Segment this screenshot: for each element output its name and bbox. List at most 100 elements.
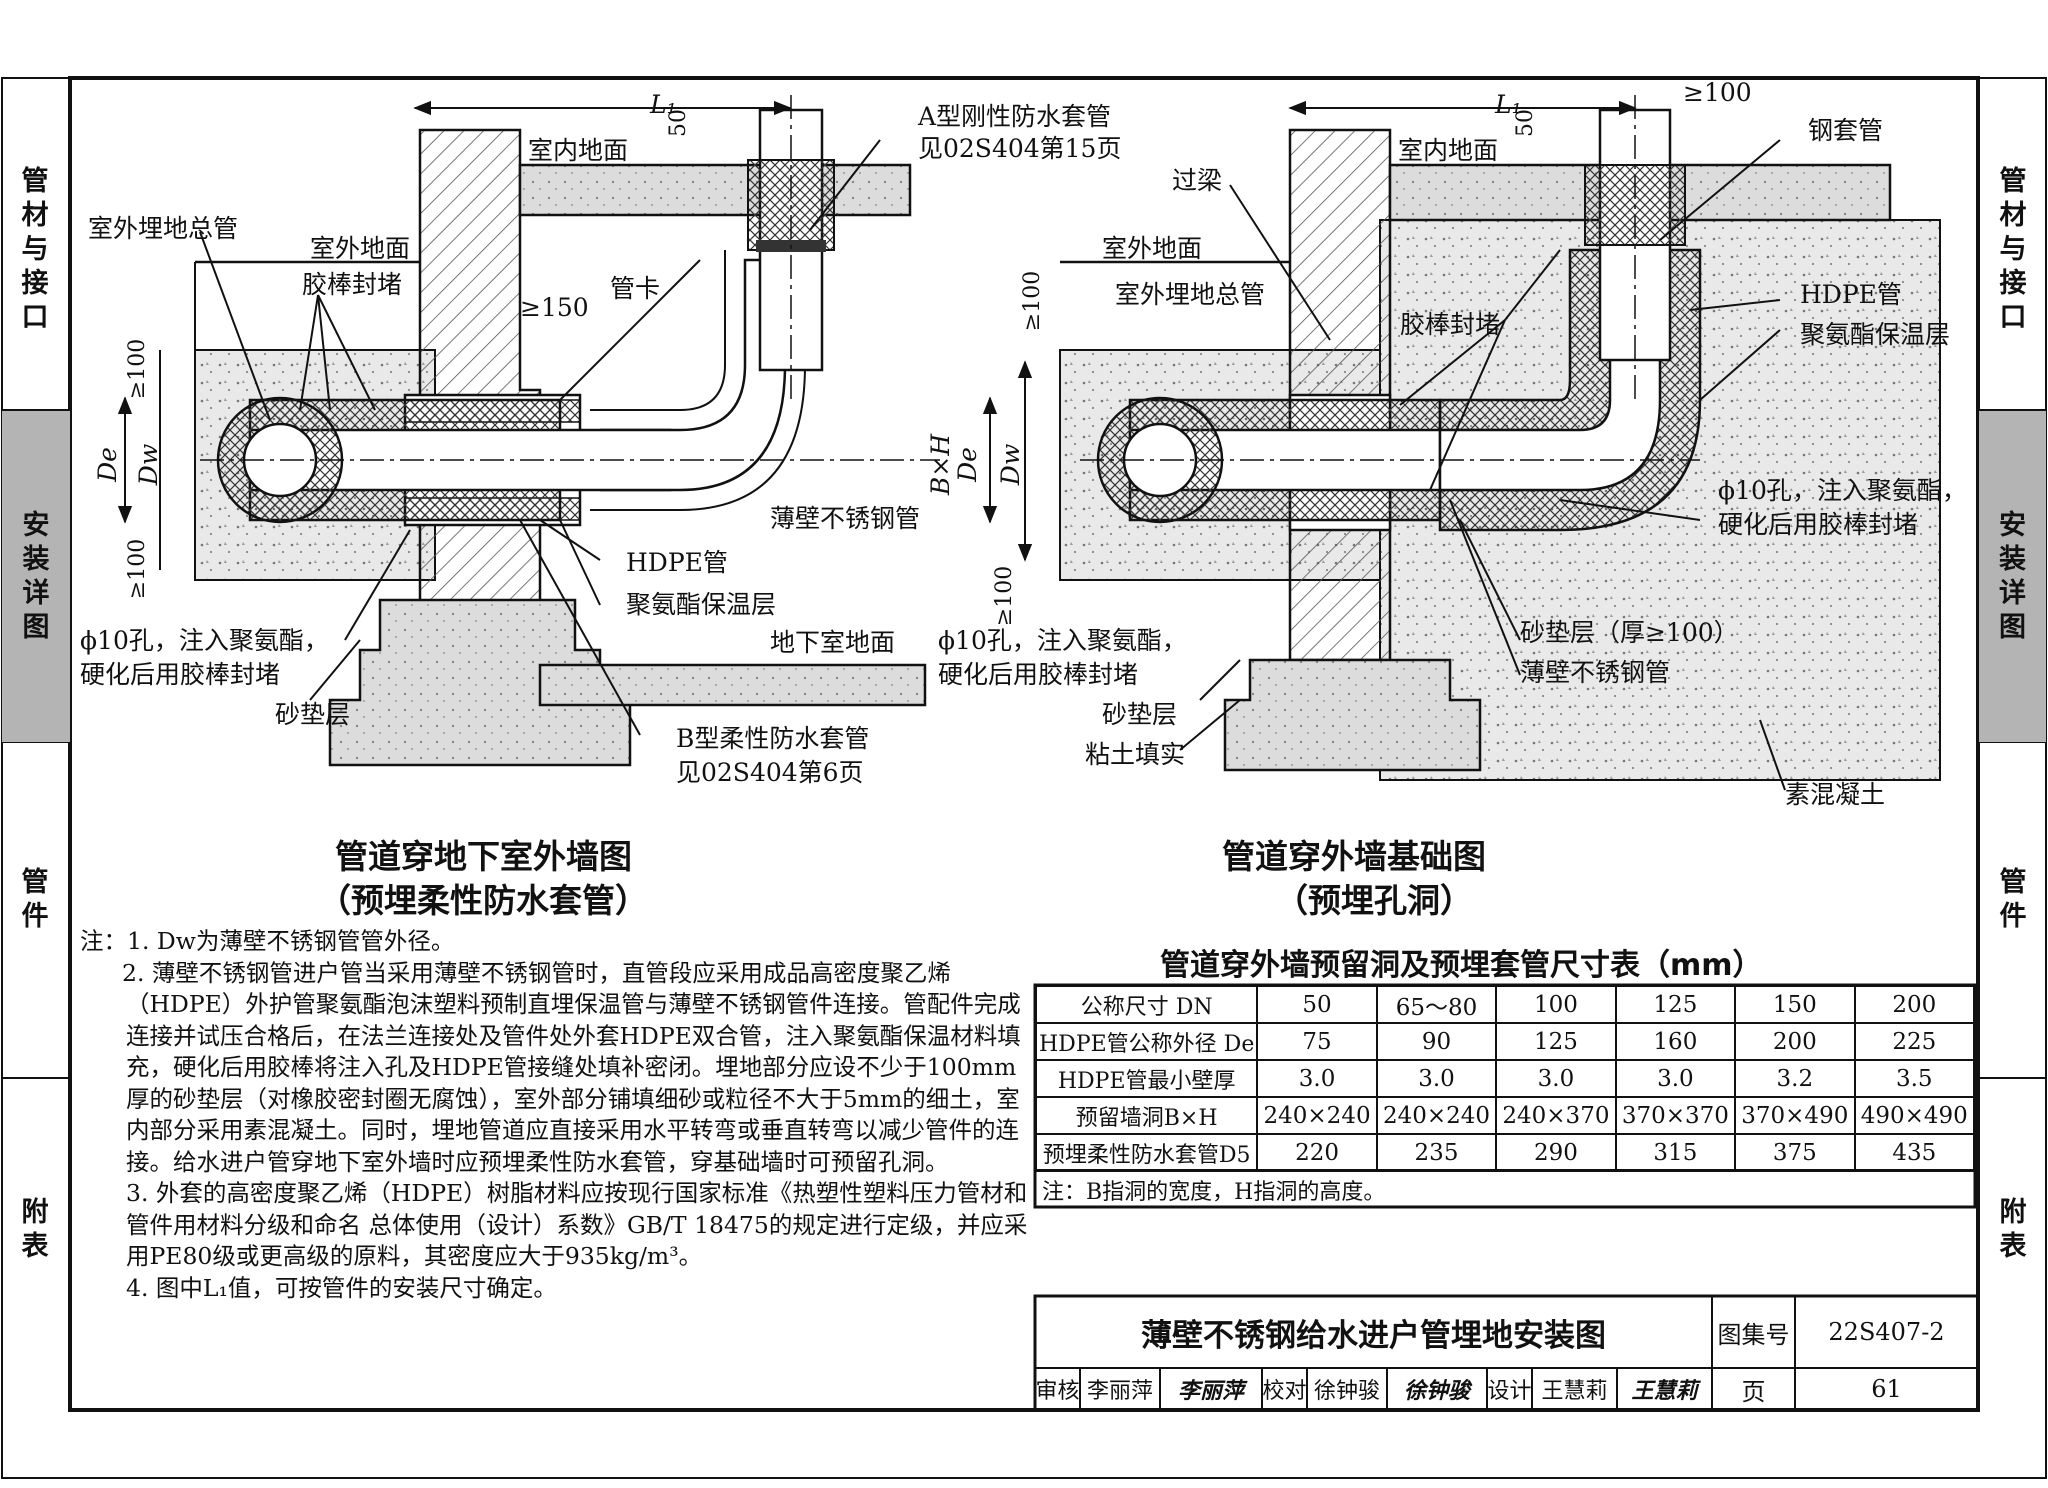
side-tab-left-fittings[interactable]: 管件 (10, 860, 60, 940)
table-row-header: 公称尺寸 DN (1034, 985, 1259, 1024)
side-tab-char: 装 (22, 543, 50, 575)
side-tab-right-appendix[interactable]: 附表 (1988, 1190, 2038, 1270)
checker-name: 徐钟骏 (1313, 1379, 1380, 1404)
side-tab-left-pipe-material[interactable]: 管材与接口 (10, 150, 60, 350)
side-tab-char: 附 (21, 1197, 49, 1228)
side-tab-char: 管 (21, 867, 49, 898)
atlas-no: 22S407-2 (1828, 1318, 1945, 1346)
left-dim-150: ≥150 (520, 293, 589, 322)
table-cell: 200 (1853, 985, 1976, 1024)
right-footing (1223, 658, 1482, 772)
right-dim-100-b: ≥100 (1020, 270, 1046, 332)
side-tab-char: 与 (21, 234, 49, 265)
left-dim-100-top: ≥100 (125, 338, 151, 400)
right-thin-steel-label: 薄壁不锈钢管 (1520, 658, 1671, 687)
left-type-b-ref: 见02S404第6页 (676, 758, 864, 787)
side-tab-right-pipe-material[interactable]: 管材与接口 (1988, 150, 2038, 350)
table-cell: 375 (1734, 1133, 1856, 1172)
left-figure-title: 管道穿地下室外墙图 (335, 837, 632, 876)
right-steel-sleeve-label: 钢套管 (1808, 116, 1884, 145)
side-tab-char: 口 (21, 302, 49, 333)
table-cell: 160 (1614, 1022, 1737, 1061)
right-outdoor-ground-label: 室外地面 (1102, 234, 1203, 263)
left-thin-steel-label: 薄壁不锈钢管 (770, 504, 921, 533)
side-tab-right-install-detail[interactable]: 安装详图 (1979, 411, 2046, 742)
left-dim-l1: L₁ (650, 90, 677, 119)
side-tab-char: 附 (1999, 1197, 2027, 1228)
drawing-title: 薄壁不锈钢给水进户管埋地安装图 (1141, 1317, 1606, 1354)
right-dim-50: 50 (1513, 109, 1538, 137)
left-dim-50: 50 (666, 109, 691, 137)
side-tab-char: 接 (1999, 268, 2027, 299)
side-tab-char: 管 (1999, 166, 2027, 197)
note-1: 注：1. Dw为薄壁不锈钢管管外径。 (80, 927, 455, 955)
table-cell: 240×240 (1375, 1096, 1498, 1135)
right-hole-note-left-2: 硬化后用胶棒封堵 (938, 660, 1139, 689)
notes-block: 注：1. Dw为薄壁不锈钢管管外径。 2. 薄壁不锈钢管进户管当采用薄壁不锈钢管… (80, 926, 1030, 1304)
side-tab-char: 管 (21, 166, 49, 197)
side-tab-char: 安 (22, 509, 50, 541)
table-cell: 370×370 (1614, 1096, 1737, 1135)
right-figure-subtitle: （预埋孔洞） (1275, 881, 1473, 920)
right-pu-layer-label: 聚氨酯保温层 (1800, 320, 1951, 349)
right-dim-100-c: ≥100 (992, 565, 1018, 627)
left-outdoor-ground-label: 室外地面 (310, 234, 411, 263)
right-figure-title: 管道穿外墙基础图 (1222, 837, 1486, 876)
right-clay-label: 粘土填实 (1085, 740, 1186, 769)
side-tab-char: 件 (1999, 901, 2027, 932)
table-cell: 65～80 (1375, 985, 1498, 1024)
side-tab-char: 与 (1999, 234, 2027, 265)
page-label: 页 (1741, 1377, 1766, 1406)
table-cell: 3.0 (1375, 1059, 1498, 1098)
side-tab-char: 材 (21, 200, 49, 231)
left-pipe-clamp-label: 管卡 (610, 274, 661, 303)
right-figure-drawing (982, 95, 1941, 791)
table-cell: 315 (1614, 1133, 1737, 1172)
design-label: 设计 (1487, 1379, 1532, 1404)
right-indoor-floor-label: 室内地面 (1398, 136, 1499, 165)
side-tab-char: 图 (1999, 611, 2026, 643)
check-label: 校对 (1262, 1379, 1307, 1404)
table-cell: 435 (1853, 1133, 1976, 1172)
page-number: 61 (1871, 1375, 1902, 1403)
table-row-header: 预留墙洞B×H (1034, 1096, 1259, 1135)
review-label: 审核 (1035, 1379, 1080, 1404)
spec-table-title: 管道穿外墙预留洞及预埋套管尺寸表（mm） (1160, 948, 1763, 983)
table-cell: 75 (1256, 1022, 1378, 1061)
right-dim-100-top: ≥100 (1683, 78, 1752, 107)
table-cell: 3.0 (1495, 1059, 1617, 1098)
left-type-b-sleeve-label: B型柔性防水套管 (676, 724, 870, 753)
table-cell: 3.5 (1853, 1059, 1976, 1098)
side-tab-char: 接 (21, 268, 49, 299)
table-cell: 3.0 (1256, 1059, 1378, 1098)
side-tab-right-fittings[interactable]: 管件 (1988, 860, 2038, 940)
side-tab-char: 详 (1999, 577, 2026, 609)
spec-table-note: 注：B指洞的宽度，H指洞的高度。 (1042, 1180, 1386, 1205)
side-tab-left-appendix[interactable]: 附表 (10, 1190, 60, 1270)
right-rubber-seal-label: 胶棒封堵 (1400, 310, 1501, 339)
left-indoor-slab (518, 163, 912, 217)
left-basement-slab (538, 663, 927, 707)
right-beam-label: 过梁 (1172, 166, 1223, 195)
reviewer-signature: 李丽萍 (1177, 1378, 1244, 1404)
right-hdpe-label: HDPE管 (1800, 280, 1902, 309)
right-hole-note-1: ϕ10孔，注入聚氨酯， (1718, 476, 1967, 505)
table-cell: 150 (1734, 985, 1856, 1024)
note-2: 2. 薄壁不锈钢管进户管当采用薄壁不锈钢管时，直管段应采用成品高密度聚乙烯（HD… (122, 958, 1021, 1176)
table-cell: 370×490 (1734, 1096, 1856, 1135)
spec-table-frame (1033, 983, 1977, 1209)
right-sand-thick-label: 砂垫层（厚≥100） (1520, 618, 1739, 647)
side-tab-left-install-detail[interactable]: 安装详图 (2, 411, 70, 742)
right-hole-note-2: 硬化后用胶棒封堵 (1718, 510, 1919, 539)
note-4: 4. 图中L₁值，可按管件的安装尺寸确定。 (126, 1273, 557, 1302)
reviewer-name: 李丽萍 (1086, 1379, 1153, 1404)
side-tab-char: 管 (1999, 867, 2027, 898)
left-figure-subtitle: （预埋柔性防水套管） (318, 881, 648, 920)
table-cell: 200 (1734, 1022, 1856, 1061)
title-block (1033, 1294, 1980, 1412)
table-cell: 90 (1375, 1022, 1498, 1061)
